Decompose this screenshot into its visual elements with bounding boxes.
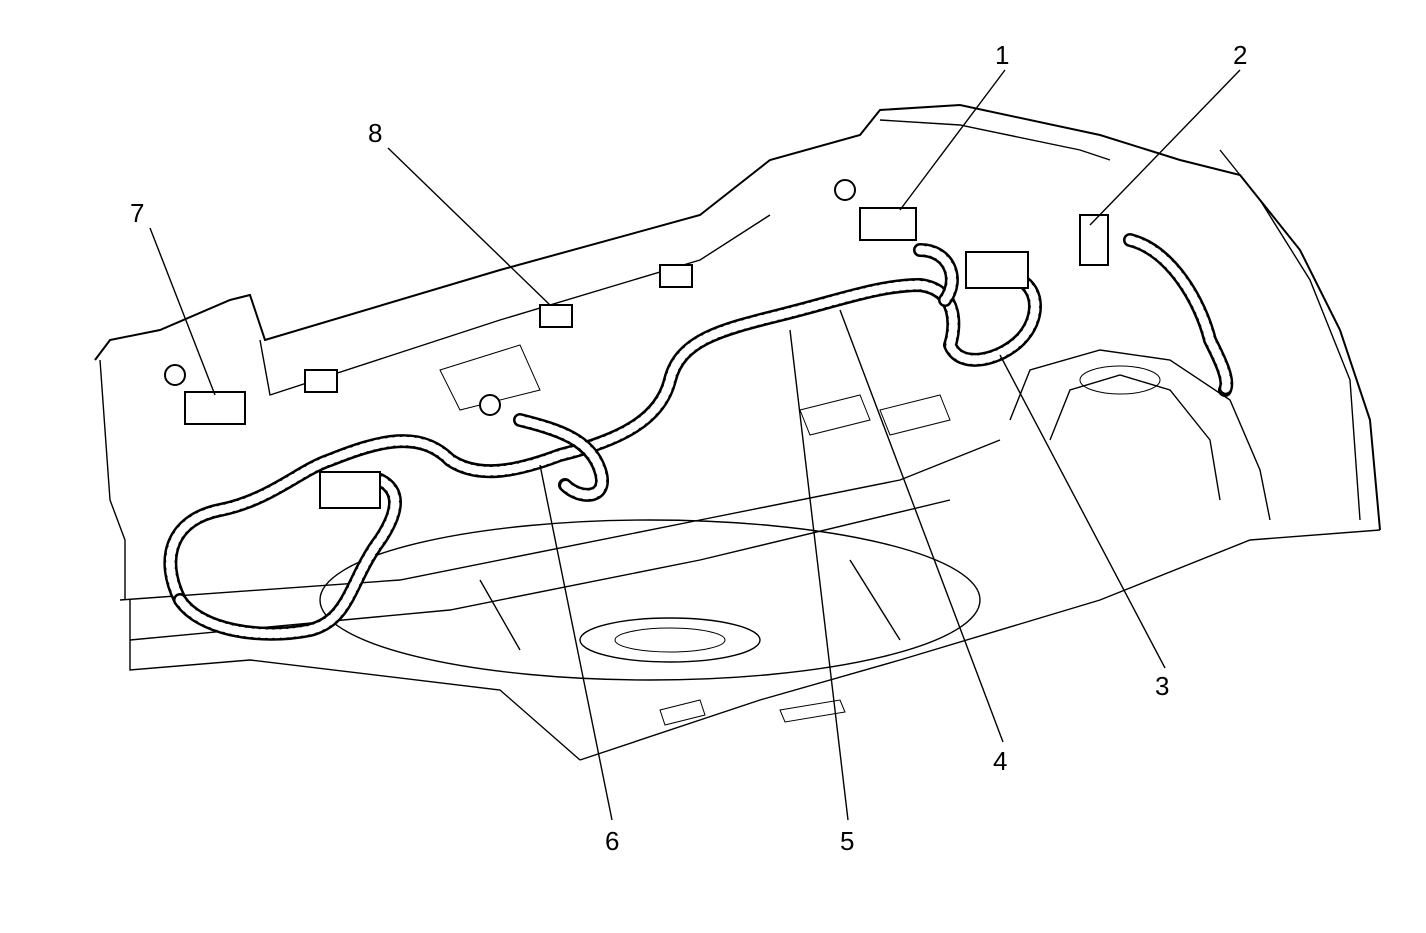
callout-labels: 1 2 3 4 5 6 7 8 bbox=[130, 40, 1247, 856]
leader-line-5 bbox=[789, 329, 849, 821]
leader-line-2 bbox=[1089, 69, 1241, 226]
leader-line-4 bbox=[839, 309, 1004, 743]
leader-lines bbox=[149, 69, 1241, 821]
leader-line-6 bbox=[539, 464, 613, 821]
callout-3: 3 bbox=[1155, 671, 1169, 701]
callout-4: 4 bbox=[993, 746, 1007, 776]
callout-8: 8 bbox=[368, 118, 382, 148]
leader-line-8 bbox=[387, 147, 551, 306]
connectors bbox=[164, 179, 1109, 509]
leader-line-3 bbox=[999, 354, 1166, 669]
leader-line-1 bbox=[899, 69, 1006, 211]
callout-5: 5 bbox=[840, 826, 854, 856]
callout-6: 6 bbox=[605, 826, 619, 856]
callout-1: 1 bbox=[995, 40, 1009, 70]
callout-7: 7 bbox=[130, 198, 144, 228]
wiring-harness bbox=[163, 233, 1234, 641]
vehicle-body-outline bbox=[94, 103, 1381, 761]
callout-2: 2 bbox=[1233, 40, 1247, 70]
leader-line-7 bbox=[149, 227, 216, 396]
